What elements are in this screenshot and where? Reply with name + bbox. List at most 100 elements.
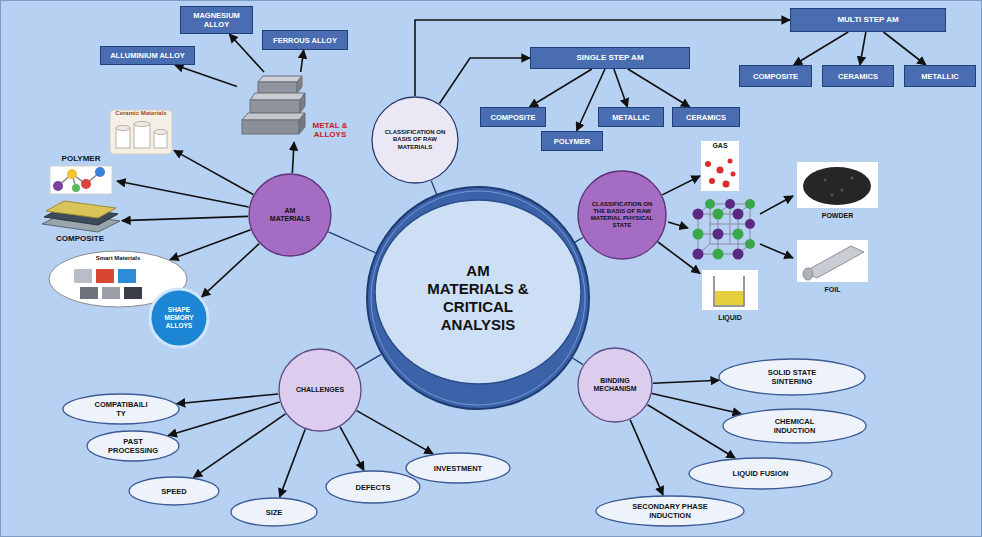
lattice-atom bbox=[705, 199, 715, 209]
node-label: DEFECTS bbox=[355, 483, 390, 492]
image-node: METAL & ALLOYS bbox=[237, 72, 355, 142]
text-holder: FOIL bbox=[795, 238, 870, 296]
central-disc: AM MATERIALS & CRITICAL ANALYSIS bbox=[366, 186, 590, 410]
node-label: SPEED bbox=[161, 487, 186, 496]
box-outline bbox=[673, 108, 740, 127]
text-holder: CHEMICAL INDUCTION bbox=[722, 408, 867, 444]
text-holder: AM MATERIALS & CRITICAL ANALYSIS bbox=[366, 186, 590, 410]
powder-photo bbox=[797, 162, 878, 208]
node-label: SIZE bbox=[266, 508, 283, 517]
node-label: CLASSIFICATION ON THE BASIS OF RAW MATER… bbox=[590, 201, 654, 230]
image-node: COMPOSITE bbox=[38, 198, 122, 246]
arrow-connector bbox=[357, 411, 433, 454]
powder-heap bbox=[803, 167, 871, 205]
node-label: METAL & ALLOYS bbox=[307, 121, 353, 140]
smart-tile bbox=[80, 287, 98, 299]
ellipse-outline bbox=[279, 349, 361, 431]
arrow-connector bbox=[174, 150, 253, 194]
arrow-connector bbox=[280, 429, 306, 497]
node-label: METALLIC bbox=[921, 72, 958, 81]
box-outline bbox=[542, 132, 603, 151]
node-label: COMPATIBAILI TY bbox=[90, 400, 152, 418]
arrow-connector bbox=[117, 181, 249, 207]
badge-circle: SHAPE MEMORY ALLOYS bbox=[148, 287, 210, 349]
link-line bbox=[573, 358, 583, 365]
text-holder: METAL & ALLOYS bbox=[237, 72, 355, 142]
box-outline bbox=[823, 66, 894, 87]
arrow-connector bbox=[340, 427, 364, 470]
process-box: METALLIC bbox=[598, 107, 664, 127]
liquid-image bbox=[702, 270, 758, 310]
smart-tile bbox=[124, 287, 142, 299]
node-label: ALLUMINIUM ALLOY bbox=[110, 51, 185, 60]
gas-molecule bbox=[705, 161, 711, 167]
polymer-atom bbox=[67, 169, 77, 179]
gas-photo bbox=[701, 141, 739, 191]
process-box: CERAMICS bbox=[672, 107, 740, 127]
arrow-connector bbox=[122, 216, 248, 220]
ceramic-cup bbox=[154, 130, 167, 135]
image-node: GAS bbox=[700, 140, 740, 192]
arrow-connector bbox=[170, 230, 251, 260]
image-node: Smart Materials bbox=[48, 250, 188, 308]
box-outline bbox=[481, 108, 546, 127]
arrow-connector bbox=[662, 176, 700, 195]
ingot bbox=[299, 113, 305, 134]
gas-molecule bbox=[731, 172, 736, 177]
composite-image bbox=[42, 201, 120, 232]
text-holder: PAST PROCESSING bbox=[86, 430, 180, 462]
disc-rim bbox=[367, 187, 589, 409]
polymer-atom bbox=[95, 167, 105, 177]
text-holder: SECONDARY PHASE INDUCTION bbox=[595, 495, 745, 527]
foil-photo bbox=[797, 240, 868, 282]
node-label: FOIL bbox=[825, 286, 841, 294]
lattice-atom bbox=[733, 229, 744, 240]
smart-tile bbox=[118, 269, 136, 283]
lattice-atom bbox=[693, 249, 704, 260]
text-holder: CHALLENGES bbox=[278, 348, 362, 432]
box-outline bbox=[181, 7, 253, 34]
topic-ellipse: CHEMICAL INDUCTION bbox=[722, 408, 867, 444]
node-label: COMPOSITE bbox=[753, 72, 798, 81]
ellipse-outline bbox=[326, 471, 420, 503]
process-box: POLYMER bbox=[541, 131, 603, 151]
text-holder: BINDING MECHANISM bbox=[577, 347, 653, 423]
topic-circle: BINDING MECHANISM bbox=[577, 347, 653, 423]
smart-tile bbox=[96, 269, 114, 283]
text-holder: COMPATIBAILI TY bbox=[62, 393, 180, 425]
polymer-atom bbox=[81, 179, 91, 189]
foil-roll bbox=[803, 268, 813, 280]
process-box: SINGLE STEP AM bbox=[530, 47, 690, 69]
topic-circle: AM MATERIALS bbox=[248, 173, 332, 257]
topic-circle: CLASSIFICATION ON BASIS OF RAW MATERIALS bbox=[371, 96, 459, 184]
arrow-connector bbox=[229, 34, 264, 72]
arrow-connector bbox=[658, 242, 700, 274]
topic-circle: CLASSIFICATION ON THE BASIS OF RAW MATER… bbox=[577, 170, 667, 260]
text-holder: Ceramic Materials bbox=[108, 108, 174, 156]
node-label: Smart Materials bbox=[96, 255, 141, 262]
arrow-connector bbox=[652, 393, 741, 413]
disc-ring bbox=[371, 191, 585, 405]
text-holder: SPEED bbox=[128, 476, 220, 506]
lattice-atom bbox=[693, 209, 704, 220]
gas-molecule bbox=[728, 159, 733, 164]
ceramic-image bbox=[110, 110, 172, 154]
text-holder: DEFECTS bbox=[325, 470, 421, 504]
ingot bbox=[250, 93, 305, 100]
ceramic-cup bbox=[116, 126, 130, 131]
topic-ellipse: SIZE bbox=[230, 497, 318, 527]
node-label: CHALLENGES bbox=[296, 386, 344, 394]
beaker bbox=[714, 276, 744, 306]
node-label: MULTI STEP AM bbox=[837, 15, 898, 25]
powder-grain bbox=[851, 177, 854, 180]
process-box: MULTI STEP AM bbox=[790, 8, 946, 32]
node-label: SHAPE MEMORY ALLOYS bbox=[157, 306, 201, 329]
topic-ellipse: SPEED bbox=[128, 476, 220, 506]
image-node: POLYMER bbox=[45, 152, 117, 196]
arrow-connector bbox=[194, 414, 286, 478]
node-label: AM MATERIALS & CRITICAL ANALYSIS bbox=[424, 262, 532, 334]
ceramic-cup bbox=[134, 124, 150, 148]
ingot-image bbox=[242, 76, 305, 134]
lattice-atom bbox=[745, 219, 755, 229]
